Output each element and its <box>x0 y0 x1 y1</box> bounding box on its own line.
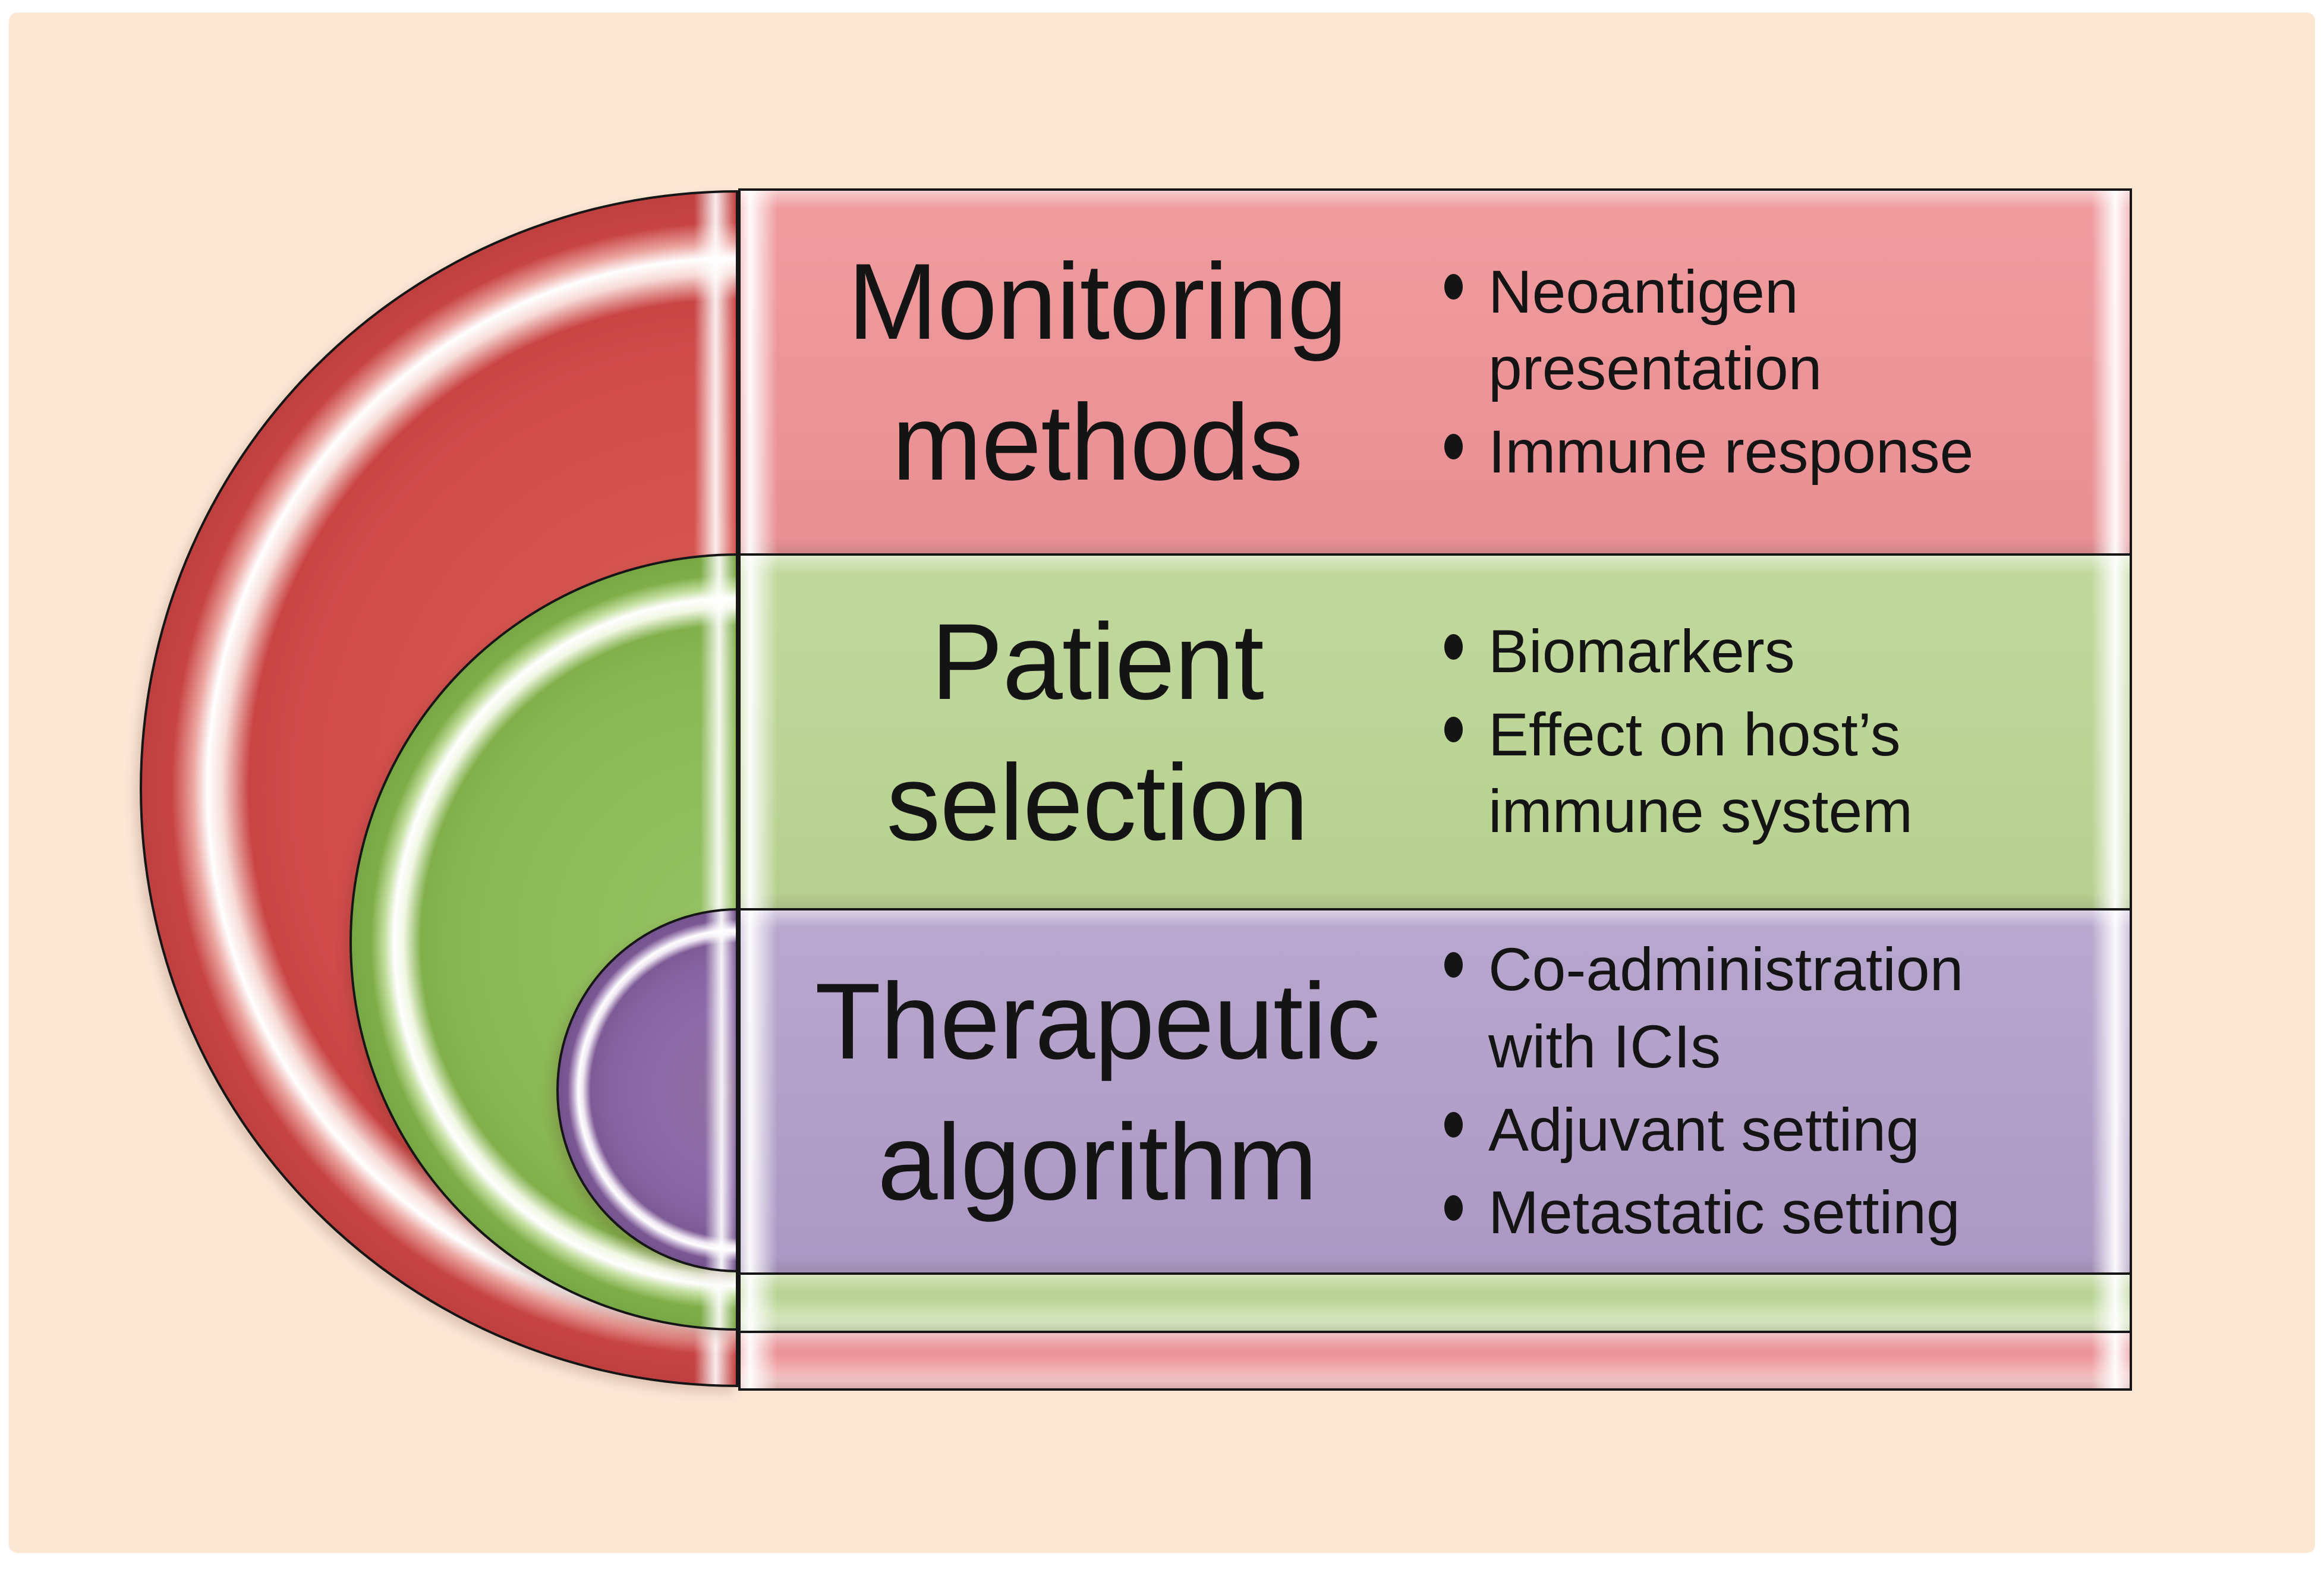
bullet-item: Neoantigen presentation <box>1436 254 2084 408</box>
bullet-text: Neoantigen presentation <box>1488 257 1822 403</box>
bullet-item: Immune response <box>1436 414 2084 491</box>
bullet-text: Effect on host’s immune system <box>1488 700 1913 846</box>
bullet-text: Metastatic setting <box>1488 1179 1960 1247</box>
row-title: Monitoring methods <box>848 241 1347 503</box>
row-title: Therapeutic algorithm <box>814 960 1380 1223</box>
bullet-list: Neoantigen presentation Immune response <box>1436 191 2084 553</box>
bullet-list: Co-administration with ICIs Adjuvant set… <box>1436 910 2084 1272</box>
row-title: Patient selection <box>886 600 1308 863</box>
bullet-item: Metastatic setting <box>1436 1174 2084 1252</box>
row-therapeutic-algorithm: Therapeutic algorithm Co-administration … <box>738 908 2132 1275</box>
bullet-text: Immune response <box>1488 417 1974 486</box>
bullet-text: Adjuvant setting <box>1488 1095 1920 1164</box>
bar-bevel-overlay <box>741 1333 2130 1388</box>
green-band-bottom-strip <box>738 1272 2132 1333</box>
row-monitoring-methods: Monitoring methods Neoantigen presentati… <box>738 188 2132 556</box>
bullet-item: Co-administration with ICIs <box>1436 931 2084 1085</box>
bullet-list: Biomarkers Effect on host’s immune syste… <box>1436 556 2084 908</box>
row-content: Monitoring methods Neoantigen presentati… <box>741 191 2130 553</box>
bullet-item: Adjuvant setting <box>1436 1092 2084 1169</box>
red-band-bottom-strip <box>738 1331 2132 1391</box>
bullet-text: Biomarkers <box>1488 617 1795 686</box>
bar-bevel-overlay <box>741 1275 2130 1331</box>
diagram-panel: Monitoring methods Neoantigen presentati… <box>9 12 2315 1553</box>
row-patient-selection: Patient selection Biomarkers Effect on h… <box>738 553 2132 910</box>
row-content: Patient selection Biomarkers Effect on h… <box>741 556 2130 908</box>
bullet-item: Effect on host’s immune system <box>1436 697 2084 850</box>
row-content: Therapeutic algorithm Co-administration … <box>741 910 2130 1272</box>
bullet-text: Co-administration with ICIs <box>1488 935 1964 1080</box>
bullet-item: Biomarkers <box>1436 613 2084 691</box>
